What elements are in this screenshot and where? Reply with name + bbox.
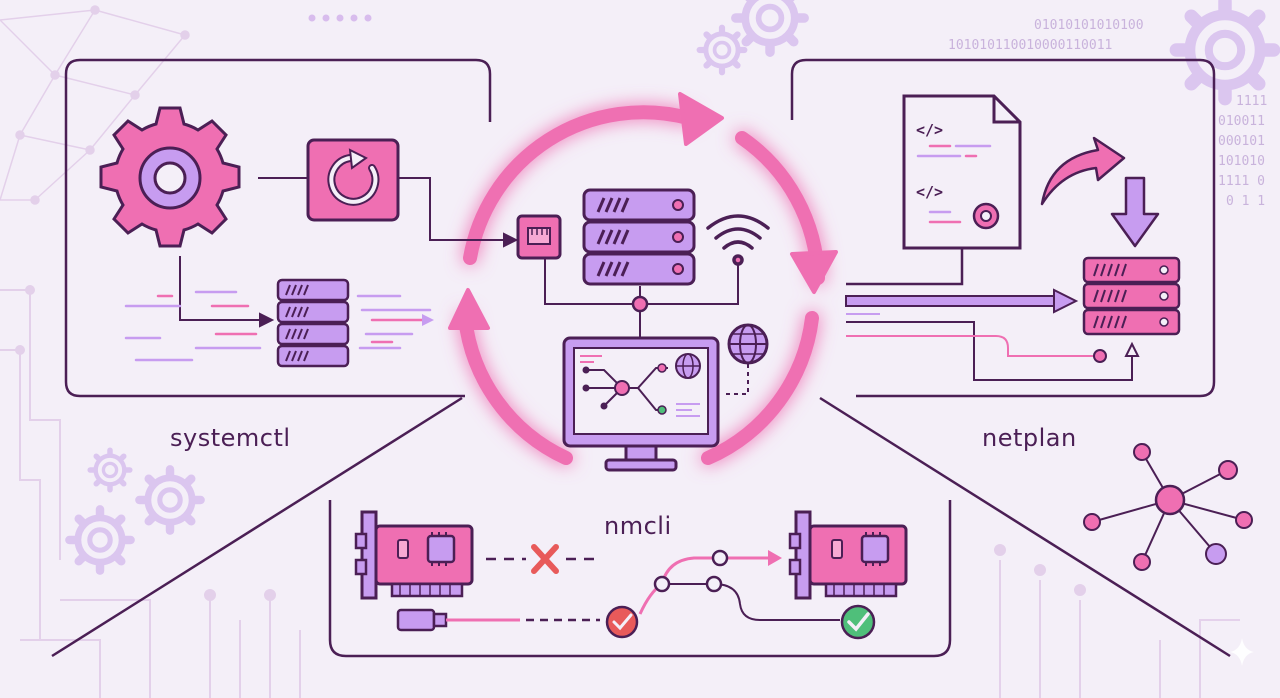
perspective-line-right — [819, 396, 1231, 658]
code-document-icon — [902, 94, 1022, 250]
success-check-icon — [605, 605, 639, 639]
globe-icon — [675, 353, 701, 379]
binary-right-4: 101010 — [1218, 154, 1265, 169]
data-stream-lines — [124, 290, 434, 362]
binary-right-1: 1111 — [1236, 94, 1268, 109]
binary-right-3: 000101 — [1218, 134, 1265, 149]
curved-forward-arrow-icon — [1040, 136, 1126, 206]
sparkle-icon — [1230, 638, 1254, 666]
code-tag-2: </> — [916, 183, 944, 201]
netplan-panel — [845, 94, 1181, 381]
globe-icon — [722, 323, 769, 395]
perspective-line-left — [51, 396, 463, 658]
refresh-cycle-arrows — [458, 105, 825, 465]
cycle-arrow-bottom — [701, 311, 819, 465]
binary-text-line-1: 01010101010100 — [1034, 18, 1144, 33]
nmcli-panel-frame — [328, 500, 952, 658]
cycle-arrow-top — [463, 105, 695, 265]
nmcli-label: nmcli — [604, 512, 672, 540]
netplan-connectors — [845, 248, 1140, 381]
circuit-traces-left — [0, 285, 151, 698]
netplan-panel-frame — [790, 58, 1216, 398]
systemctl-panel — [99, 106, 434, 368]
code-tag-1: </> — [916, 121, 944, 139]
circuit-traces-bottom-left — [204, 589, 301, 698]
systemctl-label: systemctl — [170, 424, 291, 452]
cycle-arrow-left — [458, 311, 573, 465]
reroute-path — [638, 549, 840, 621]
top-dots — [308, 14, 372, 22]
gear-to-server-connector — [179, 256, 275, 328]
binary-text-line-2: 101010110010000110011 — [948, 38, 1113, 53]
central-server-rack-icon — [582, 188, 696, 286]
server-rack-icon — [276, 278, 350, 368]
server-rack-icon — [1082, 256, 1181, 336]
binary-right-5: 1111 0 — [1218, 174, 1265, 189]
binary-right-6: 0 1 1 — [1226, 194, 1266, 209]
binary-right-2: 010011 — [1218, 114, 1265, 129]
netplan-label: netplan — [982, 424, 1077, 452]
cycle-arrowheads — [448, 92, 838, 330]
network-card-icon — [788, 510, 908, 600]
systemctl-panel-frame — [64, 58, 492, 398]
ethernet-port-icon — [516, 214, 562, 260]
top-left-network-mesh — [0, 5, 190, 205]
network-card-icon — [354, 510, 474, 600]
success-check-icon — [840, 604, 876, 640]
gear-icon — [99, 106, 241, 248]
nmcli-panel — [354, 510, 908, 640]
frame-lines — [51, 58, 1231, 658]
wifi-icon — [706, 214, 770, 266]
network-graph-icon — [1083, 443, 1253, 571]
restart-icon — [306, 138, 400, 222]
circuit-traces-bottom-right — [994, 544, 1240, 698]
usb-cable-icon — [396, 608, 600, 632]
down-arrow-icon — [1110, 176, 1160, 248]
monitor-icon — [562, 336, 720, 472]
error-x-icon — [531, 544, 559, 574]
